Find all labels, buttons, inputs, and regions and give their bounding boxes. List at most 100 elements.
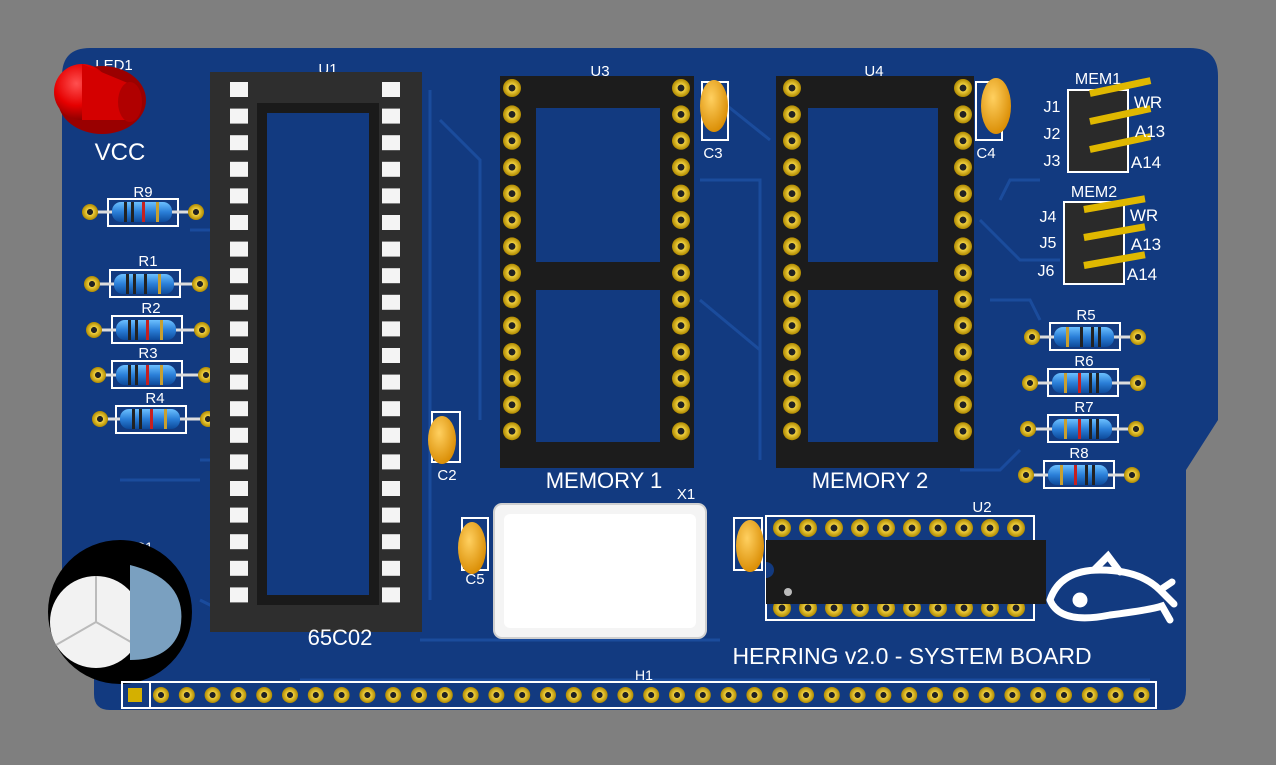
socket-contact: [382, 481, 400, 496]
socket-contact: [230, 481, 248, 496]
socket-pin: [672, 316, 690, 335]
u4-part-label: MEMORY 2: [812, 468, 929, 493]
chip-pin: [1007, 519, 1025, 537]
svg-text:R8: R8: [1069, 445, 1088, 462]
socket-contact: [382, 294, 400, 310]
capacitor-c2: C2: [428, 411, 461, 484]
header-pin: [359, 687, 376, 703]
svg-text:WR: WR: [1134, 93, 1162, 112]
socket-pin: [783, 343, 801, 361]
svg-text:J3: J3: [1044, 153, 1061, 170]
svg-text:U3: U3: [590, 63, 609, 80]
socket-pin: [672, 237, 690, 256]
socket-pin: [783, 395, 801, 414]
header-pin: [307, 687, 324, 703]
svg-text:R1: R1: [138, 253, 157, 270]
svg-text:J1: J1: [1044, 99, 1061, 116]
resistor-r1: R1: [84, 253, 208, 298]
header-pin: [1133, 687, 1150, 703]
socket-pin: [783, 79, 801, 97]
socket-contact: [382, 454, 400, 470]
socket-contact: [230, 268, 248, 284]
socket-contact: [230, 427, 248, 443]
svg-text:MEM1: MEM1: [1075, 71, 1121, 88]
header-pin: [798, 687, 814, 703]
svg-text:R7: R7: [1074, 399, 1093, 416]
socket-contact: [382, 241, 400, 257]
header-pin: [436, 687, 453, 703]
socket-pin: [783, 369, 801, 388]
svg-text:C3: C3: [703, 145, 722, 162]
chip-pin: [773, 519, 791, 537]
svg-text:R4: R4: [145, 390, 164, 407]
resistor-r7: R7: [1020, 399, 1144, 443]
socket-contact: [382, 215, 400, 230]
led-vcc-label: VCC: [95, 139, 146, 166]
chip-pin: [929, 519, 947, 537]
socket-pin: [954, 79, 972, 97]
svg-text:H1: H1: [635, 667, 653, 683]
socket-contact: [382, 108, 400, 124]
chip-pin: [799, 519, 817, 537]
socket-contact: [230, 188, 248, 204]
resistor-r8: R8: [1018, 445, 1140, 489]
socket-contact: [230, 82, 248, 97]
socket-pin: [672, 131, 690, 150]
socket-contact: [230, 294, 248, 310]
svg-text:X1: X1: [677, 486, 695, 503]
header-pin: [1056, 687, 1072, 703]
socket-pin: [672, 369, 690, 388]
socket-pin: [783, 105, 801, 124]
socket-contact: [382, 401, 400, 417]
header-pin: [1004, 687, 1021, 703]
socket-contact: [382, 587, 400, 603]
memory-socket-u3: U3 MEMORY 1: [500, 63, 694, 493]
svg-text:R3: R3: [138, 345, 157, 362]
svg-text:J2: J2: [1044, 126, 1061, 143]
socket-pin: [672, 105, 690, 124]
socket-pin: [503, 237, 521, 256]
socket-pin: [954, 316, 972, 335]
socket-pin: [954, 263, 972, 282]
socket-contact: [230, 321, 248, 337]
socket-pin: [503, 158, 521, 177]
socket-contact: [230, 507, 248, 523]
socket-pin: [503, 395, 521, 414]
header-pin: [514, 687, 531, 703]
socket-pin: [672, 184, 690, 203]
socket-pin: [503, 263, 521, 282]
jumper-block-mem2: MEM2 J4 J5 J6 WR A13 A14: [1038, 184, 1161, 285]
chip-pin: [851, 519, 869, 537]
capacitor-c1: C1: [48, 539, 192, 684]
resistor-r5: R5: [1024, 307, 1146, 351]
socket-pin: [783, 290, 801, 309]
crystal-x1: X1: [493, 486, 707, 639]
socket-pin: [672, 79, 690, 97]
header-pin: [823, 687, 840, 703]
socket-pin: [783, 131, 801, 150]
socket-pin: [503, 316, 521, 335]
socket-contact: [230, 348, 248, 363]
socket-pin: [503, 105, 521, 124]
svg-text:C5: C5: [465, 571, 484, 588]
socket-contact: [382, 507, 400, 523]
socket-pin: [783, 263, 801, 282]
header-pin-1: [128, 688, 142, 702]
resistor-r3: R3: [90, 345, 214, 389]
header-pin: [849, 687, 866, 703]
socket-contact: [382, 427, 400, 443]
socket-contact: [382, 534, 400, 550]
header-pin: [643, 687, 660, 703]
header-pin: [952, 687, 969, 703]
socket-pin: [503, 290, 521, 309]
socket-contact: [230, 135, 248, 151]
u1-part-label: 65C02: [308, 625, 373, 650]
socket-pin: [783, 422, 801, 441]
svg-text:J4: J4: [1040, 209, 1057, 226]
socket-pin: [672, 290, 690, 309]
socket-pin: [783, 158, 801, 177]
header-pin: [230, 687, 247, 703]
socket-pin: [954, 105, 972, 124]
header-pin: [1107, 687, 1124, 703]
